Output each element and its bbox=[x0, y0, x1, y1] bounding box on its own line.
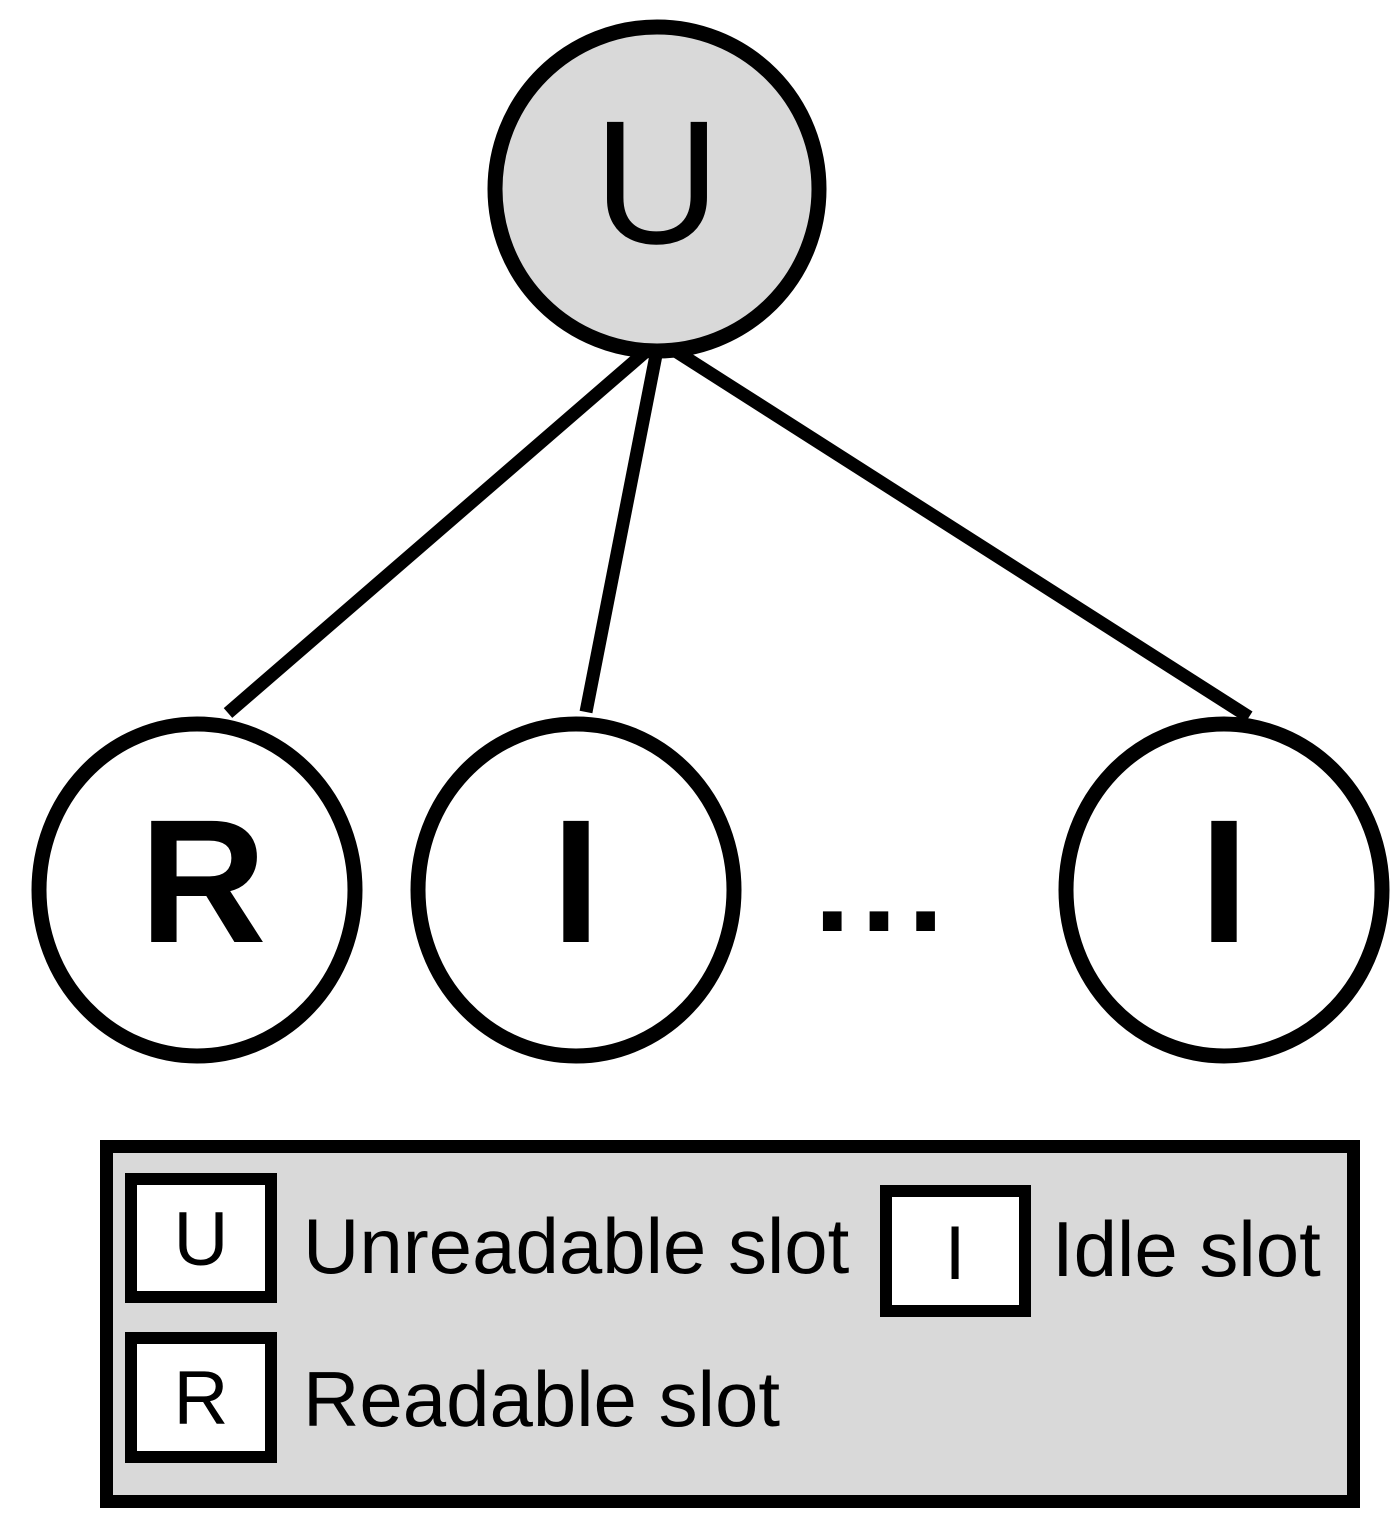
node-r-label: R bbox=[139, 784, 266, 980]
legend-symbol-r: R bbox=[174, 1356, 229, 1441]
node-i1-circle bbox=[410, 716, 742, 1064]
edge-root-to-in bbox=[662, 339, 1253, 723]
node-in-circle bbox=[1058, 716, 1390, 1064]
legend-swatch-u bbox=[125, 1173, 277, 1303]
node-i1-label: I bbox=[552, 784, 601, 980]
node-root-unreadable: U bbox=[487, 19, 827, 359]
legend-label-unreadable: Unreadable slot bbox=[303, 1202, 850, 1290]
edge-root-to-r bbox=[223, 342, 656, 718]
ellipsis-dots: ... bbox=[814, 812, 954, 959]
node-root-label: U bbox=[593, 85, 720, 281]
legend-swatch-r bbox=[125, 1332, 277, 1463]
legend-swatch-i bbox=[880, 1185, 1031, 1317]
node-child-idle-n: I bbox=[1058, 716, 1390, 1064]
node-in-label: I bbox=[1200, 784, 1249, 980]
node-child-readable: R bbox=[31, 716, 363, 1064]
node-root-circle bbox=[487, 19, 827, 359]
legend-item-unreadable: U Unreadable slot bbox=[125, 1173, 850, 1303]
node-child-idle-1: I bbox=[410, 716, 742, 1064]
legend-box bbox=[100, 1140, 1360, 1508]
legend: U Unreadable slot I Idle slot R Readable… bbox=[100, 1140, 1360, 1508]
legend-label-idle: Idle slot bbox=[1052, 1205, 1321, 1293]
node-r-circle bbox=[31, 716, 363, 1064]
edge-root-to-i1 bbox=[579, 348, 664, 714]
edges bbox=[223, 339, 1253, 723]
legend-label-readable: Readable slot bbox=[303, 1355, 780, 1443]
legend-item-idle: I Idle slot bbox=[880, 1185, 1321, 1317]
legend-item-readable: R Readable slot bbox=[125, 1332, 780, 1463]
legend-symbol-i: I bbox=[944, 1211, 965, 1296]
legend-symbol-u: U bbox=[174, 1197, 229, 1282]
